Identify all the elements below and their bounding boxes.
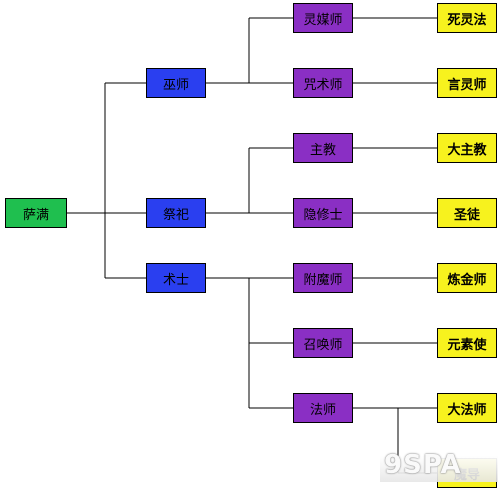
node-label: 元素使	[447, 337, 487, 353]
node-level2-enchanter: 附魔师	[293, 263, 353, 293]
node-label: 巫师	[162, 77, 189, 93]
node-level2-bishop: 主教	[293, 133, 353, 163]
node-level2-hermit: 隐修士	[293, 198, 353, 228]
node-label: 术士	[162, 272, 189, 288]
node-label: 隐修士	[303, 207, 343, 223]
node-level3-saint: 圣徒	[437, 198, 497, 228]
node-level3-elementalist: 元素使	[437, 328, 497, 358]
node-root-label: 萨满	[22, 207, 49, 223]
node-label: 死灵法	[447, 12, 487, 28]
node-level1-warlock: 术士	[146, 263, 206, 293]
node-label: 咒术师	[303, 77, 343, 93]
node-level2-summoner: 召唤师	[293, 328, 353, 358]
node-label: 主教	[309, 142, 336, 158]
node-label: 言灵师	[447, 77, 487, 93]
node-label: 大主教	[447, 142, 487, 158]
node-level2-mage: 法师	[293, 393, 353, 423]
node-label: 灵媒师	[303, 12, 343, 28]
node-root: 萨满	[5, 198, 67, 228]
node-label: 召唤师	[303, 337, 343, 353]
node-level1-wizard: 巫师	[146, 68, 206, 98]
node-label: 法师	[309, 402, 336, 418]
watermark-band	[380, 456, 498, 482]
node-level2-hexer: 咒术师	[293, 68, 353, 98]
node-label: 祭祀	[162, 207, 189, 223]
watermark-text: 9SPA	[384, 450, 462, 480]
watermark-logo: 9SPA	[380, 448, 498, 488]
node-level2-medium: 灵媒师	[293, 3, 353, 33]
node-level3-necromancer: 死灵法	[437, 3, 497, 33]
node-level3-alchemist: 炼金师	[437, 263, 497, 293]
node-label: 大法师	[447, 402, 487, 418]
node-level3-word-spirit: 言灵师	[437, 68, 497, 98]
node-label: 炼金师	[447, 272, 487, 288]
node-level3-archmage: 大法师	[437, 393, 497, 423]
node-level3-archbishop: 大主教	[437, 133, 497, 163]
node-label: 附魔师	[303, 272, 343, 288]
node-level1-priest: 祭祀	[146, 198, 206, 228]
node-label: 圣徒	[453, 207, 480, 223]
